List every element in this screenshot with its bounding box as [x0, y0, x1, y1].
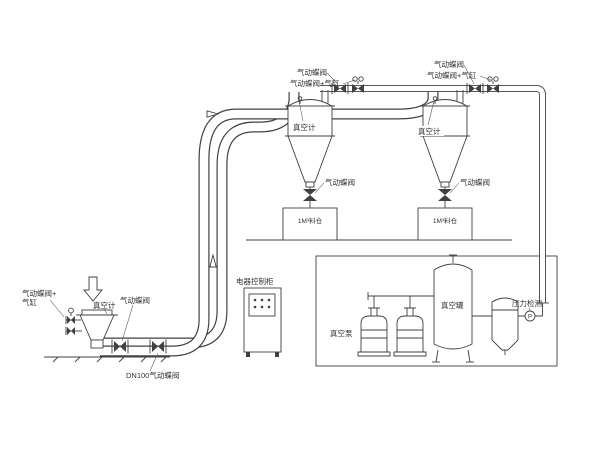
control-cabinet-label: 电器控制柜: [236, 276, 274, 286]
feed-arrow-down-icon: [83, 276, 103, 302]
cyclone2-vacuum-gauge-label: 真空计: [418, 126, 441, 136]
cyclone1-valve-top-label: 气动蝶阀: [297, 67, 327, 77]
pressure-gauge: P: [524, 310, 536, 322]
feed-vacuum-gauge-label: 真空计: [93, 300, 116, 310]
dn100-valve-label: DN100气动蝶阀: [126, 370, 179, 380]
control-cabinet: [243, 287, 282, 357]
vacuum-pump-2: [393, 307, 427, 357]
vacuum-pump-label: 真空泵: [330, 328, 353, 338]
ground-hatching: [52, 356, 167, 363]
cyclone1-valve-top-cyl-label: 气动蝶阀+气缸: [290, 78, 340, 88]
cyclone2-valve-top-label: 气动蝶阀: [434, 59, 464, 69]
inline-filter: [472, 297, 543, 355]
pressure-gauge-letter: P: [528, 315, 532, 321]
cyclone1-cone-valve-label: 气动蝶阀: [325, 177, 355, 187]
vacuum-room-box: [315, 255, 558, 367]
vacuum-header-pipe: [320, 85, 549, 316]
vacuum-tank-label: 真空罐: [441, 300, 464, 310]
feed-outlet-valve-label: 气动蝶阀: [120, 295, 150, 305]
cyclone2-cone-valve-label: 气动蝶阀: [460, 177, 490, 187]
silo-label-1: 1M³料仓: [298, 216, 323, 225]
pressure-detect-label: 压力检测: [512, 298, 542, 308]
annotations: 气动蝶阀 气动蝶阀+气缸 真空计 气动蝶阀 气动蝶阀 气动蝶阀+气缸 真空计 气…: [22, 59, 542, 380]
feed-station: [65, 307, 118, 349]
silo-label-2: 1M³料仓: [433, 216, 458, 225]
vacuum-pump-1: [357, 307, 391, 357]
feed-valve-cyl-label-line1: 气动蝶阀+: [22, 288, 57, 298]
cyclone1-vacuum-gauge-label: 真空计: [293, 122, 316, 132]
leader-lines: [49, 64, 531, 372]
cyclone2-valve-top-cyl-label: 气动蝶阀+气缸: [427, 70, 477, 80]
pump-suction-piping: [367, 292, 434, 309]
flow-arrow-up-icon: [209, 253, 217, 268]
feed-valve-cyl-label-line2: 气缸: [22, 297, 37, 307]
flow-arrow-right-icon: [206, 110, 220, 118]
